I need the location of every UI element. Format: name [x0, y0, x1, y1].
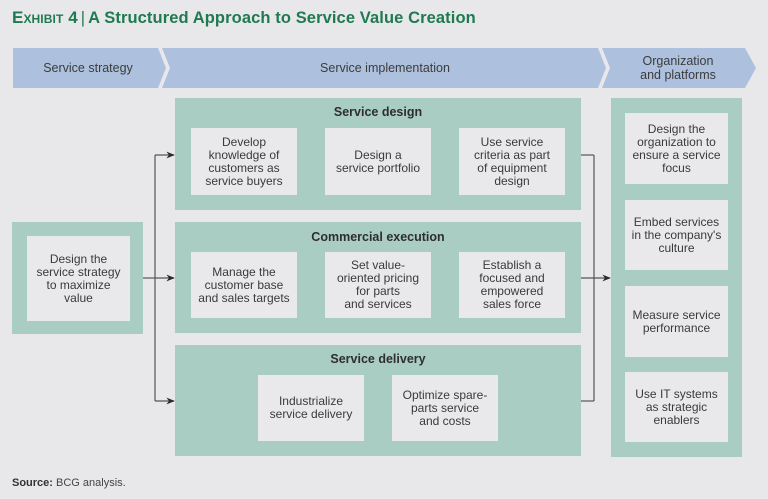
- exhibit-label: Exhibit 4: [12, 8, 78, 27]
- source-note: Source: BCG analysis.: [12, 477, 126, 489]
- service-design-card: Design a service portfolio: [325, 128, 431, 195]
- organization-card: Measure service performance: [625, 286, 728, 357]
- service-design-title: Service design: [333, 105, 423, 119]
- title-separator: |: [80, 9, 86, 27]
- implementation-connector: [581, 154, 611, 402]
- commercial-execution-card: Establish a focused and empowered sales …: [459, 252, 565, 318]
- source-label: Source:: [12, 477, 53, 489]
- service-delivery-card: Optimize spare- parts service and costs: [392, 375, 498, 441]
- strategy-panel: Design the service strategy to maximize …: [12, 222, 143, 334]
- organization-card: Design the organization to ensure a serv…: [625, 113, 728, 184]
- exhibit-heading: A Structured Approach to Service Value C…: [88, 9, 476, 27]
- service-design-card: Use service criteria as part of equipmen…: [459, 128, 565, 195]
- organization-panel: Design the organization to ensure a serv…: [611, 98, 742, 457]
- strategy-card: Design the service strategy to maximize …: [27, 236, 130, 321]
- service-design-panel: Service design Develop knowledge of cust…: [175, 98, 581, 210]
- commercial-execution-card: Manage the customer base and sales targe…: [191, 252, 297, 318]
- phase-chevron-strategy: [13, 48, 166, 88]
- source-text: BCG analysis.: [56, 477, 126, 489]
- service-design-card: Develop knowledge of customers as servic…: [191, 128, 297, 195]
- service-delivery-panel: Service delivery Industrialize service d…: [175, 345, 581, 456]
- phase-label-organization: Organization and platforms: [640, 54, 716, 82]
- strategy-connector: [143, 151, 175, 405]
- exhibit-title: Exhibit 4|A Structured Approach to Servi…: [12, 8, 476, 28]
- commercial-execution-card: Set value- oriented pricing for parts an…: [325, 252, 431, 318]
- organization-card: Embed services in the company's culture: [625, 200, 728, 270]
- phase-chevron-implementation: [162, 48, 606, 88]
- organization-card: Use IT systems as strategic enablers: [625, 372, 728, 442]
- phase-label-strategy: Service strategy: [43, 61, 133, 75]
- service-delivery-card: Industrialize service delivery: [258, 375, 364, 441]
- service-delivery-title: Service delivery: [330, 352, 426, 366]
- commercial-execution-title: Commercial execution: [311, 230, 445, 244]
- commercial-execution-panel: Commercial execution Manage the customer…: [175, 222, 581, 333]
- phase-chevron-organization: [602, 48, 756, 88]
- phase-label-implementation: Service implementation: [320, 61, 450, 75]
